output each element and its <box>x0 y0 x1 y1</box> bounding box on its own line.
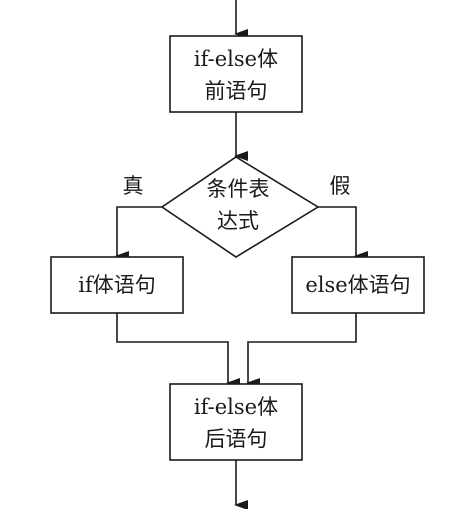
false-label: 假 <box>330 174 351 198</box>
if-body-label: if体语句 <box>78 273 156 297</box>
if-to-post-arrow <box>116 313 240 388</box>
pre-statement-line-2: 前语句 <box>205 79 268 103</box>
else-to-post-arrow <box>246 313 357 388</box>
true-branch-arrow <box>115 206 162 261</box>
false-branch-arrow <box>318 206 368 261</box>
condition-line-1: 条件表 <box>207 177 270 201</box>
condition-diamond <box>160 156 320 258</box>
else-body-box <box>291 256 425 314</box>
post-statement-line-1: if-else体 <box>194 395 278 419</box>
post-statement-box <box>169 383 303 461</box>
post-statement-line-2: 后语句 <box>205 427 268 451</box>
pre-statement-line-1: if-else体 <box>194 47 278 71</box>
condition-line-2: 达式 <box>217 209 259 233</box>
true-label: 真 <box>123 174 144 198</box>
if-body-box <box>50 256 184 314</box>
else-body-label: else体语句 <box>305 273 410 297</box>
